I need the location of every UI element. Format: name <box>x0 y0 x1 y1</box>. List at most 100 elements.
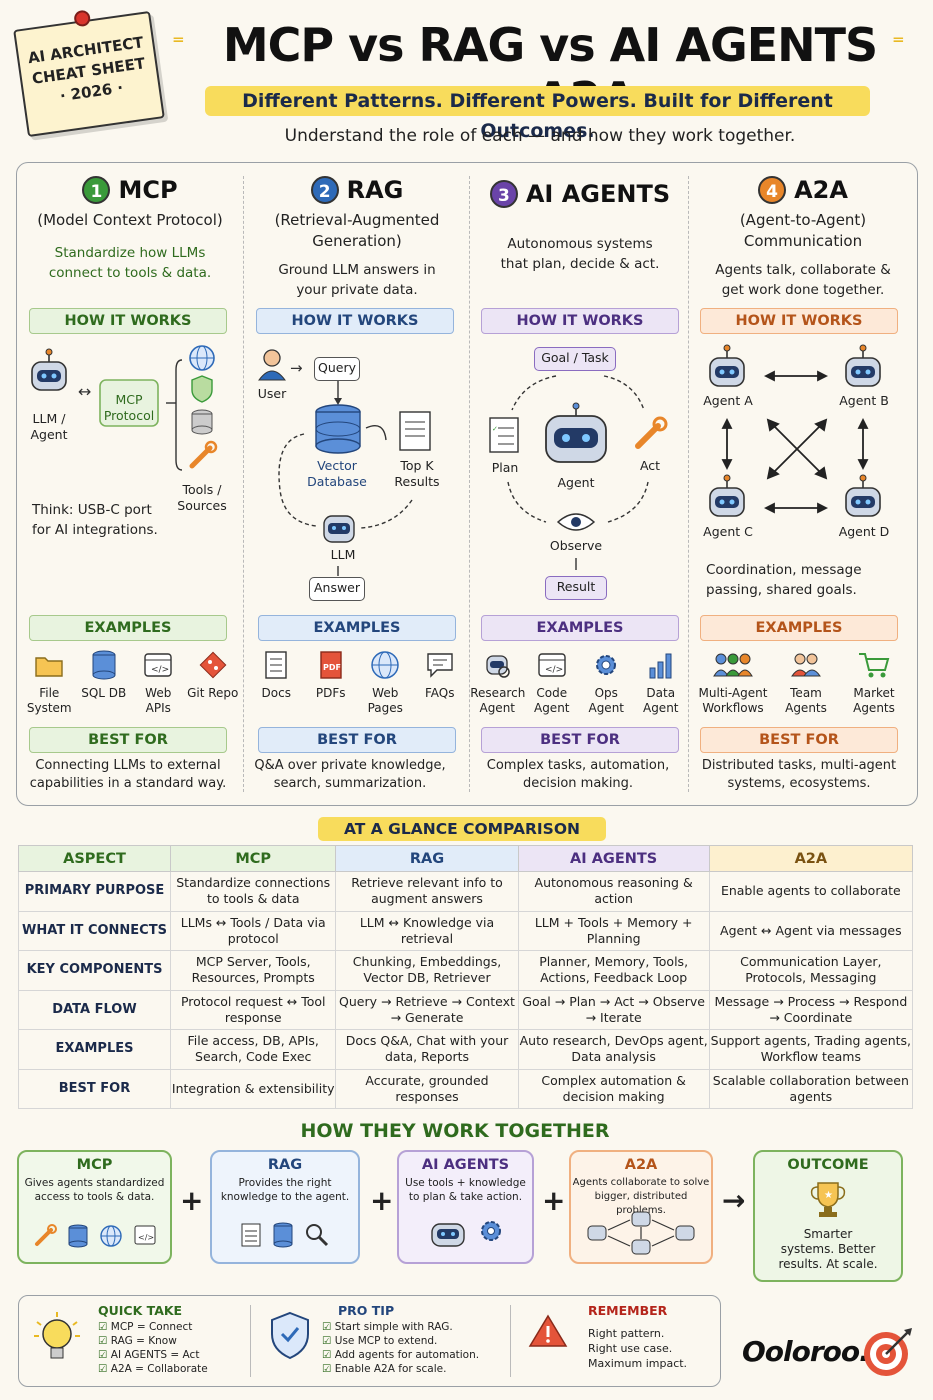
checklist-icon: ✓ <box>489 417 519 453</box>
table-cell: EXAMPLES <box>18 1029 171 1070</box>
together-agents-box: AI AGENTS Use tools + knowledge to plan … <box>397 1150 534 1264</box>
target-icon <box>864 1328 912 1376</box>
example-data-agent: Data Agent <box>634 648 688 716</box>
table-cell: Message → Process → Respond → Coordinate <box>708 989 914 1030</box>
list-item: AI AGENTS = Act <box>98 1348 208 1362</box>
column-title: A2A <box>794 176 848 204</box>
example-ops-agent: Ops Agent <box>579 648 633 716</box>
gear-icon <box>480 1221 501 1241</box>
examples-label: EXAMPLES <box>700 615 898 641</box>
rag-diagram: → <box>258 349 431 576</box>
column-description: Standardize how LLMs connect to tools & … <box>48 245 212 281</box>
sparkle-icon: ⁼ <box>892 30 905 58</box>
database-icon <box>68 1224 87 1248</box>
svg-text:</>: </> <box>138 1233 154 1242</box>
table-cell: Autonomous reasoning & action <box>517 871 710 912</box>
svg-text:→: → <box>290 359 303 377</box>
table-cell: BEST FOR <box>18 1068 171 1109</box>
step-number: 4 <box>758 176 787 204</box>
column-header: AI AGENTS <box>517 845 710 872</box>
column-header: RAG <box>335 845 519 872</box>
best-for-label: BEST FOR <box>258 727 456 753</box>
list-item: Maximum impact. <box>588 1357 688 1370</box>
code-window-icon: </> <box>144 653 172 677</box>
tagline: Understand the role of each — and how th… <box>284 126 796 146</box>
warning-icon <box>528 1314 568 1347</box>
globe-icon <box>371 651 399 679</box>
shield-icon <box>271 1311 309 1360</box>
database-icon <box>92 650 116 680</box>
result-box: Result <box>545 576 607 600</box>
table-cell: Docs Q&A, Chat with your data, Reports <box>335 1029 519 1070</box>
quick-take-title: QUICK TAKE <box>98 1303 183 1318</box>
divider <box>510 1305 511 1377</box>
pdf-icon: PDF <box>320 651 342 679</box>
table-cell: Agent ↔ Agent via messages <box>708 910 914 951</box>
plus-icon: + <box>370 1184 394 1217</box>
column-title: RAG <box>346 176 404 204</box>
example-market-agents: Market Agents <box>842 648 906 716</box>
table-cell: Retrieve relevant info to augment answer… <box>335 871 519 912</box>
table-cell: MCP Server, Tools, Resources, Prompts <box>169 950 337 991</box>
globe-icon <box>189 345 215 371</box>
shopping-cart-icon <box>859 653 890 678</box>
column-divider <box>243 176 244 792</box>
example-docs: Docs <box>249 648 303 716</box>
mcp-protocol-box <box>99 379 159 427</box>
table-header-row: ASPECT MCP RAG AI AGENTS A2A <box>18 845 914 872</box>
code-window-icon: </> <box>538 653 566 677</box>
svg-text:</>: </> <box>545 665 563 675</box>
box-description: Gives agents standardized access to tool… <box>24 1177 165 1203</box>
database-icon <box>191 409 213 435</box>
shield-icon <box>191 375 213 403</box>
vector-db-label: Vector Database <box>307 458 367 489</box>
example-sql-db: SQL DB <box>77 648 131 716</box>
svg-text:★: ★ <box>824 1190 833 1201</box>
mcp-tools-label: Tools / Sources <box>177 482 227 513</box>
table-cell: Chunking, Embeddings, Vector DB, Retriev… <box>335 950 519 991</box>
table-cell: KEY COMPONENTS <box>18 950 171 991</box>
step-number: 1 <box>82 176 111 204</box>
table-cell: Accurate, grounded responses <box>335 1068 519 1109</box>
table-cell: Goal → Plan → Act → Observe → Iterate <box>517 989 710 1030</box>
example-research-agent: Research Agent <box>470 648 525 716</box>
tools-icon <box>34 1224 57 1246</box>
column-subtitle: (Retrieval-Augmented Generation) <box>274 211 440 250</box>
team-icon <box>791 653 821 677</box>
box-title: A2A <box>624 1157 658 1173</box>
table-cell: WHAT IT CONNECTS <box>18 910 171 951</box>
examples-label: EXAMPLES <box>29 615 227 641</box>
agent-network-icon <box>587 1211 695 1255</box>
document-icon <box>399 411 431 451</box>
box-description: Agents collaborate to solve bigger, dist… <box>572 1177 710 1216</box>
step-number: 2 <box>310 176 339 204</box>
sparkle-icon: ⁼ <box>172 30 185 58</box>
cheat-sheet-note: AI ARCHITECT CHEAT SHEET · 2026 · <box>13 9 165 138</box>
best-for-label: BEST FOR <box>700 727 898 753</box>
together-rag-box: RAG Provides the right knowledge to the … <box>210 1150 360 1264</box>
remember-list: Right pattern. Right use case. Maximum i… <box>588 1326 687 1371</box>
list-item: Enable A2A for scale. <box>322 1362 479 1376</box>
example-file-system: File System <box>22 648 76 716</box>
agent-b-label: Agent B <box>839 393 889 408</box>
vector-database-icon <box>315 404 361 454</box>
robot-icon <box>845 344 881 387</box>
table-cell: Enable agents to collaborate <box>708 871 914 912</box>
pushpin-icon <box>73 9 92 28</box>
box-description: Smarter systems. Better results. At scal… <box>778 1227 878 1271</box>
table-row: DATA FLOW Protocol request ↔ Tool respon… <box>18 989 914 1030</box>
svg-text:✓: ✓ <box>492 425 498 433</box>
table-row: BEST FOR Integration & extensibility Acc… <box>18 1068 914 1109</box>
chat-icon <box>427 653 453 678</box>
how-it-works-label: HOW IT WORKS <box>700 308 898 334</box>
column-subtitle: (Agent-to-Agent) Communication <box>739 211 867 250</box>
box-title: MCP <box>76 1157 113 1173</box>
box-title: OUTCOME <box>787 1157 869 1173</box>
gear-icon <box>596 655 617 675</box>
column-title: MCP <box>118 176 178 204</box>
table-cell: LLM + Tools + Memory + Planning <box>517 910 710 951</box>
rag-best-for: Q&A over private knowledge, search, summ… <box>254 758 446 791</box>
outcome-box: OUTCOME ★ Smarter systems. Better result… <box>753 1150 903 1282</box>
examples-label: EXAMPLES <box>481 615 679 641</box>
plan-label: Plan <box>491 460 519 475</box>
